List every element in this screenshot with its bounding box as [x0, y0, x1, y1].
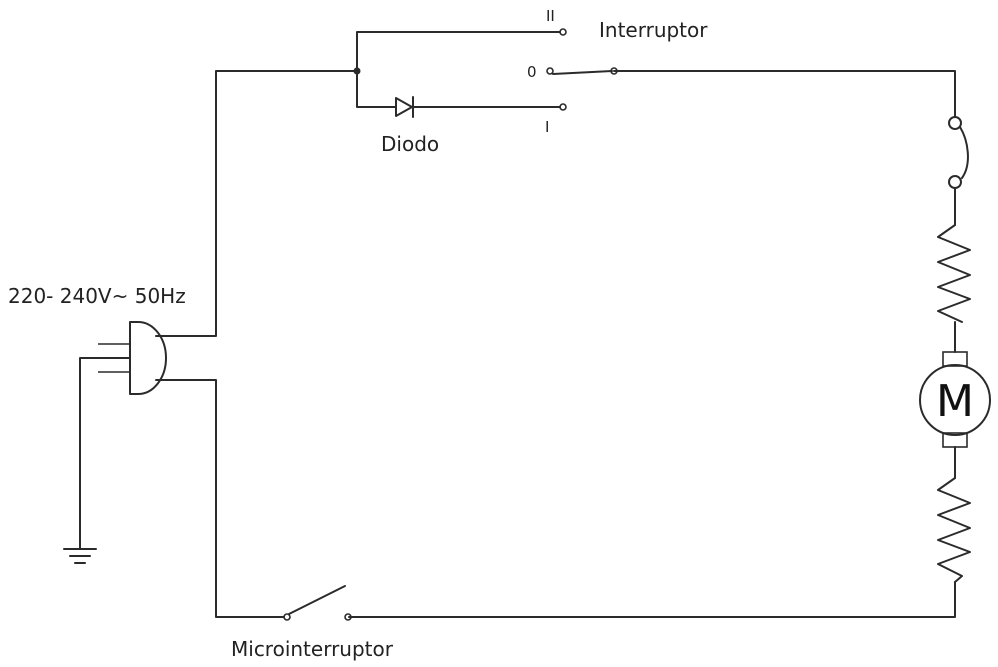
ground-icon: [63, 548, 97, 564]
label-diodo: Diodo: [381, 132, 439, 156]
label-microinterruptor: Microinterruptor: [231, 637, 394, 661]
thermal-fuse-icon: [948, 116, 969, 189]
wire-switch-to-right: [613, 70, 956, 118]
wiring: [79, 31, 956, 618]
label-switch-pos-2: II: [546, 7, 555, 25]
switch-contact-1: [559, 103, 567, 111]
wire-earth: [79, 357, 131, 549]
label-switch-pos-1: I: [545, 118, 549, 136]
plug-icon: [98, 321, 167, 395]
microswitch: [283, 585, 352, 621]
switch-contact-2: [559, 28, 567, 36]
junction-dot: [353, 67, 361, 75]
microswitch-contact-left: [283, 613, 291, 621]
label-motor: M: [936, 376, 974, 427]
motor-icon: [919, 351, 991, 448]
resistor-icon-1: [937, 224, 971, 323]
switch-contact-0: [546, 67, 554, 75]
resistor-icon-2: [937, 477, 971, 583]
wire-plug-bottom: [155, 379, 285, 618]
wire-to-pos-2: [356, 31, 561, 72]
microswitch-blade: [288, 585, 346, 615]
diode-icon: [395, 96, 414, 118]
switch-blade: [552, 70, 613, 75]
label-switch-pos-0: 0: [527, 63, 537, 81]
selector-switch: [546, 28, 618, 111]
label-supply: 220- 240V~ 50Hz: [8, 284, 186, 308]
wire-bottom-right: [348, 581, 956, 618]
wire-plug-top: [155, 70, 358, 337]
microswitch-contact-right: [344, 613, 352, 621]
wire-to-diode: [356, 70, 397, 108]
label-interruptor: Interruptor: [599, 18, 708, 42]
